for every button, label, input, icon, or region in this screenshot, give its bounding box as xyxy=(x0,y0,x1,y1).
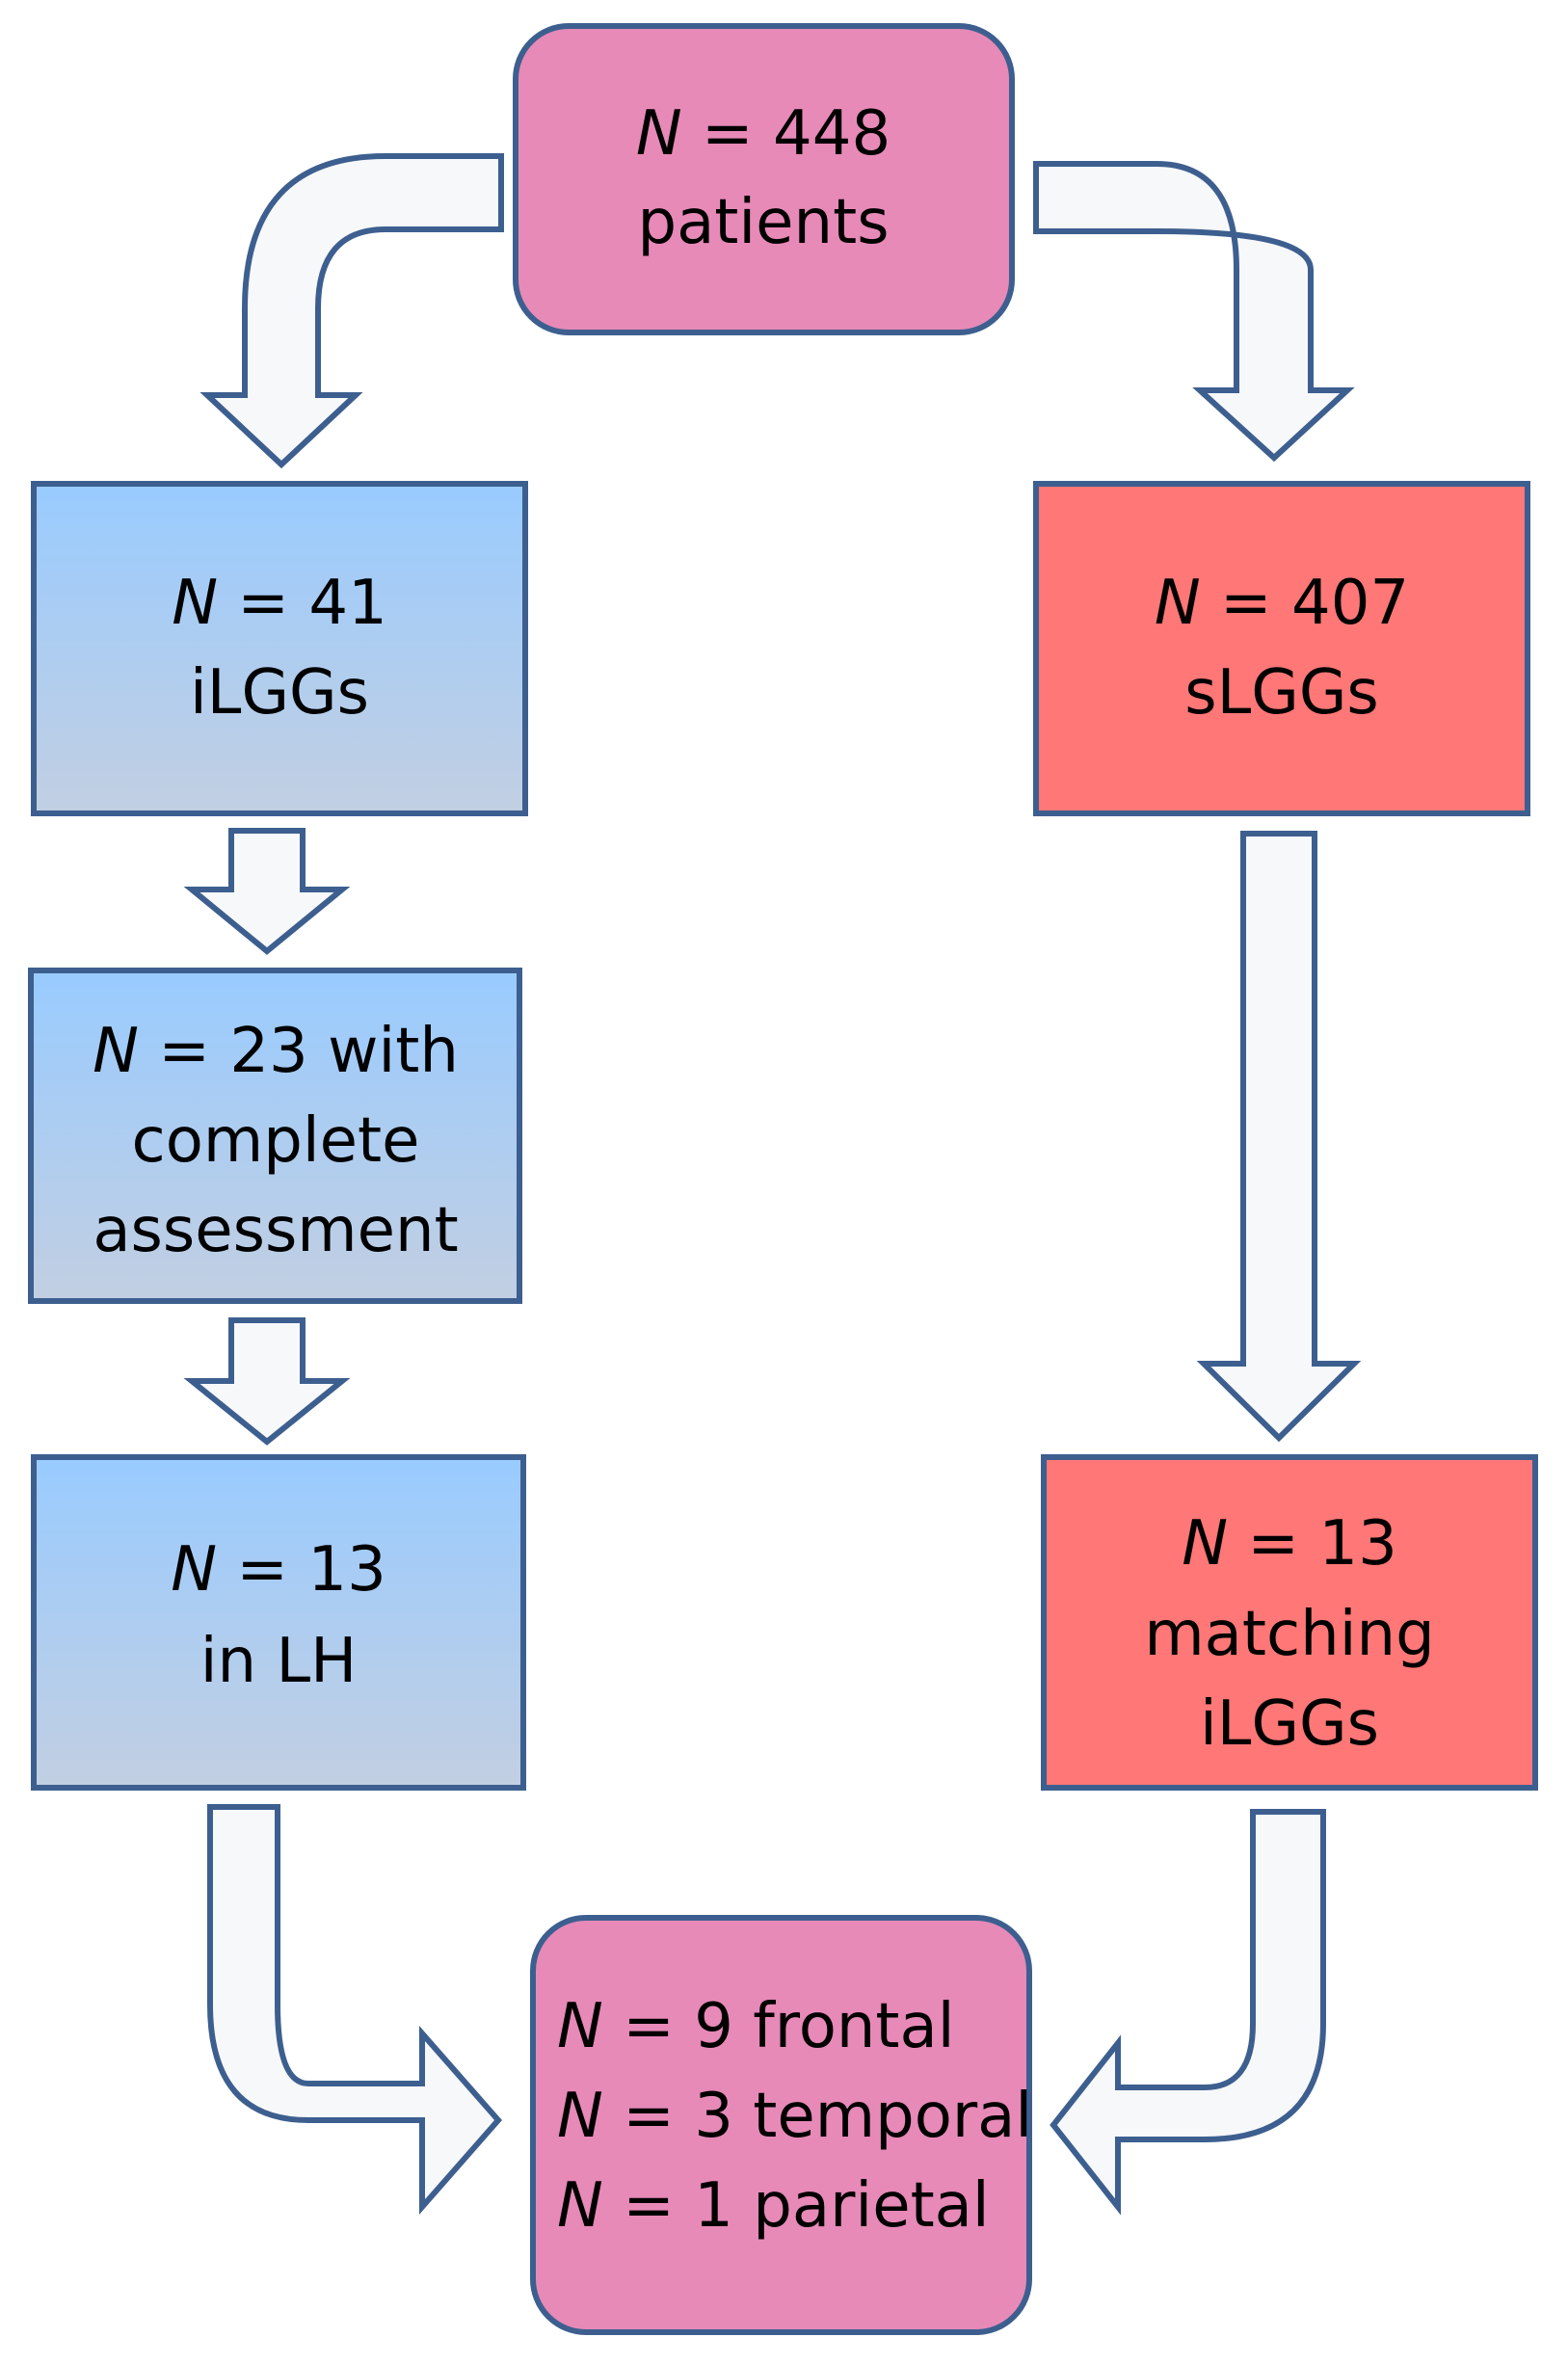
arrow-matching-to-final xyxy=(1050,1809,1326,2216)
lh-line1: N = 13 xyxy=(171,1534,386,1606)
complete-line2: complete xyxy=(132,1105,420,1177)
final-temporal: = 3 temporal xyxy=(603,2081,1032,2152)
lh-count: = 13 xyxy=(217,1534,386,1606)
complete-line1: N = 23 with xyxy=(93,1016,459,1087)
n-symbol: N xyxy=(171,1534,217,1606)
final-parietal: = 1 parietal xyxy=(603,2170,990,2242)
ilgg-line1: N = 41 xyxy=(172,568,387,639)
final-line1: N = 9 frontal xyxy=(557,1991,955,2062)
n-symbol: N xyxy=(93,1016,139,1087)
start-count: = 448 xyxy=(682,98,890,170)
n-symbol: N xyxy=(557,2170,603,2242)
arrow-lh-to-final xyxy=(207,1804,502,2215)
arrow-start-to-ilgg xyxy=(199,153,504,469)
n-symbol: N xyxy=(1155,568,1201,639)
complete-line3: assessment xyxy=(93,1195,458,1266)
node-final xyxy=(530,1915,1032,2335)
node-matching xyxy=(1041,1454,1538,1791)
arrow-slgg-to-matching xyxy=(1196,831,1362,1443)
node-start xyxy=(513,23,1015,335)
final-line3: N = 1 parietal xyxy=(557,2170,990,2242)
ilgg-line2: iLGGs xyxy=(190,657,369,729)
ilgg-count: = 41 xyxy=(218,568,387,639)
node-complete xyxy=(28,968,522,1304)
matching-line1: N = 13 xyxy=(1182,1508,1397,1580)
start-line1: N = 448 xyxy=(636,98,890,170)
start-line2: patients xyxy=(637,187,889,258)
node-lh xyxy=(31,1454,526,1791)
arrow-start-to-slgg xyxy=(1033,161,1355,463)
slgg-line1: N = 407 xyxy=(1155,568,1409,639)
arrow-complete-to-lh xyxy=(183,1317,351,1446)
matching-line2: matching xyxy=(1144,1599,1434,1670)
slgg-line2: sLGGs xyxy=(1184,657,1379,729)
node-slgg xyxy=(1033,481,1530,816)
lh-line2: in LH xyxy=(200,1626,357,1697)
n-symbol: N xyxy=(1182,1508,1228,1580)
n-symbol: N xyxy=(172,568,218,639)
arrow-ilgg-to-complete xyxy=(183,828,351,955)
n-symbol: N xyxy=(557,2081,603,2152)
matching-count: = 13 xyxy=(1228,1508,1397,1580)
slgg-count: = 407 xyxy=(1201,568,1409,639)
complete-count: = 23 with xyxy=(139,1016,459,1087)
matching-line3: iLGGs xyxy=(1200,1688,1379,1760)
n-symbol: N xyxy=(557,1991,603,2062)
final-line2: N = 3 temporal xyxy=(557,2081,1032,2152)
node-ilgg xyxy=(31,481,528,816)
n-symbol: N xyxy=(636,98,682,170)
final-frontal: = 9 frontal xyxy=(603,1991,955,2062)
